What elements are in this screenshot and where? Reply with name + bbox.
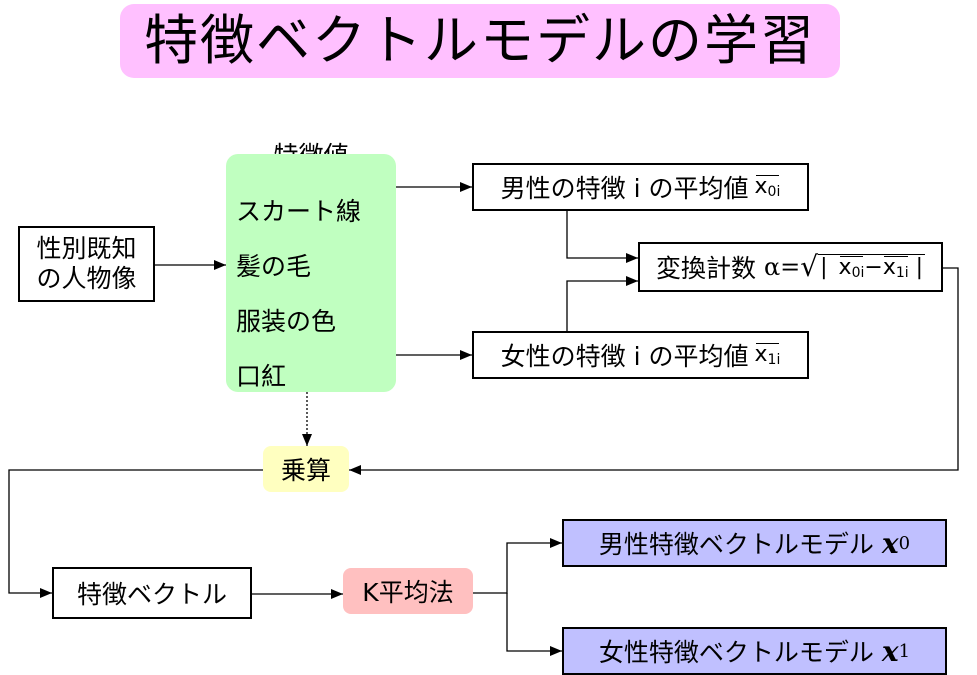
arrow-multiply-to-feature-vector	[8, 469, 263, 598]
input-known-gender-images: 性別既知 の人物像	[18, 226, 155, 302]
feature-item: スカート線	[236, 197, 362, 226]
feature-item: 髪の毛	[236, 252, 312, 281]
female-model-label: 女性特徴ベクトルモデル	[598, 638, 874, 667]
input-line-1: 性別既知	[36, 234, 137, 263]
arrow-kmeans-to-male-model	[473, 538, 562, 594]
feature-vector-label: 特徴ベクトル	[76, 580, 227, 609]
female-mean-symbol: x1i	[754, 342, 781, 368]
multiply-node: 乗算	[263, 446, 349, 492]
female-feature-mean-box: 女性の特徴 i の平均値 x1i	[472, 331, 809, 379]
conversion-coefficient-box: 変換計数 α= √ | x0i−x1i |	[638, 242, 943, 292]
title-banner: 特徴ベクトルモデルの学習	[120, 4, 840, 78]
arrow-female-mean-to-alpha	[566, 276, 638, 331]
alpha-formula: √ | x0i−x1i |	[800, 250, 926, 283]
arrow-kmeans-to-female-model	[506, 593, 562, 656]
arrow-male-mean-to-alpha	[566, 211, 638, 263]
page-title: 特徴ベクトルモデルの学習	[144, 9, 816, 72]
female-mean-label: 女性の特徴 i の平均値	[500, 342, 749, 371]
feature-item: 口紅	[236, 362, 287, 391]
male-mean-label: 男性の特徴 i の平均値	[500, 174, 749, 203]
sqrt-icon: √	[800, 250, 819, 283]
features-box: スカート線 髪の毛 服装の色 口紅	[226, 154, 396, 392]
kmeans-node: K平均法	[343, 568, 473, 614]
male-model-symbol: x	[881, 526, 899, 560]
feature-vector-box: 特徴ベクトル	[52, 567, 252, 619]
input-line-2: の人物像	[36, 264, 137, 293]
female-model-symbol: x	[881, 634, 899, 668]
feature-item: 服装の色	[236, 307, 337, 336]
male-feature-mean-box: 男性の特徴 i の平均値 x0i	[472, 163, 809, 211]
alpha-symbol: α=	[763, 253, 801, 281]
male-mean-symbol: x0i	[754, 174, 781, 200]
alpha-label: 変換計数	[655, 254, 756, 283]
male-model-label: 男性特徴ベクトルモデル	[598, 530, 874, 559]
arrow-alpha-to-multiply	[349, 267, 959, 475]
